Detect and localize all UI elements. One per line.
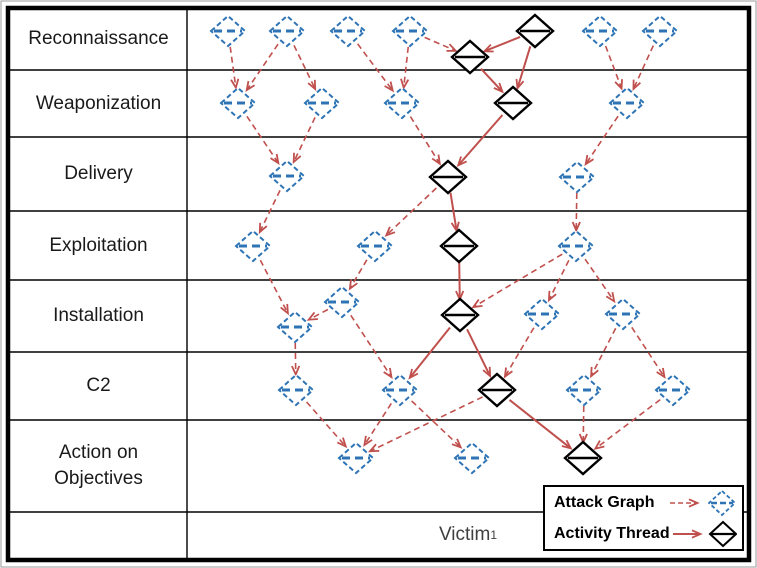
attack-graph-edge-c2-a2: [411, 400, 461, 447]
activity-thread-edge-c3-a3: [508, 399, 571, 448]
activity-thread-edge-d2-e3: [449, 192, 457, 230]
legend-item-attack-graph: Attack Graph: [545, 487, 742, 518]
stage-label-installation: Installation: [53, 305, 144, 327]
legend-attack-graph-label: Attack Graph: [554, 493, 655, 511]
stage-label-reconnaissance: Reconnaissance: [28, 28, 169, 50]
attack-graph-edge-i1-i2: [309, 308, 329, 320]
legend: Attack Graph Activity Thread: [543, 485, 744, 551]
activity-thread-edge-r6-r5: [485, 36, 521, 51]
attack-graph-edge-c4-a3: [583, 405, 584, 442]
attack-graph-edge-r7-w5: [604, 45, 622, 88]
attack-graph-edge-r4-w3: [404, 46, 408, 87]
attack-graph-edge-w1-d1: [246, 115, 278, 162]
legend-item-activity-thread: Activity Thread: [545, 518, 742, 549]
attack-graph-edge-e4-i3: [474, 253, 563, 307]
attack-graph-edge-i1-c2: [350, 314, 391, 376]
attack-graph-edge-r3-w3: [356, 43, 393, 90]
attack-graph-edge-c5-a3: [596, 399, 661, 449]
attack-graph-edge-d1-e1: [260, 190, 281, 231]
activity-thread-edge-r5-w4: [480, 68, 502, 92]
victim-label-text: Victim: [438, 524, 491, 545]
dashed-arrow-icon: [670, 496, 707, 510]
stage-label-c2: C2: [86, 375, 111, 397]
attack-graph-edge-r1-w1: [229, 46, 236, 87]
activity-thread-edge-w4-d2: [459, 114, 504, 165]
activity-thread-edge-e3-i3: [459, 261, 460, 299]
stage-label-weaponization: Weaponization: [35, 92, 162, 114]
stage-label-delivery: Delivery: [64, 163, 133, 185]
attack-graph-node-icon: [707, 489, 737, 516]
stage-label-action-on-objectives: Action on Objectives: [54, 442, 143, 489]
stage-label-exploitation: Exploitation: [49, 234, 148, 256]
attack-graph-edge-r2-w1: [247, 43, 279, 90]
attack-graph-edge-c2-a1: [365, 402, 392, 444]
attack-graph-edge-w5-d3: [586, 115, 619, 163]
attack-graph-edge-w2-d1: [294, 117, 316, 161]
attack-graph-edge-r2-w2: [293, 45, 315, 88]
attack-graph-edge-e4-i5: [584, 258, 614, 301]
solid-arrow-icon: [672, 527, 709, 541]
attack-graph-edge-i5-c4: [591, 327, 617, 376]
attack-graph-edge-e4-i4: [549, 259, 570, 299]
table-border: [5, 5, 752, 563]
attack-graph-edge-d3-e4: [576, 192, 577, 230]
attack-graph-edge-c3-a1: [370, 396, 483, 451]
attack-graph-edge-e2-i1: [350, 259, 368, 288]
attack-graph-edge-w3-d2: [409, 116, 439, 164]
attack-graph-edge-r8-w5: [634, 45, 655, 89]
attack-graph-edge-d2-e2: [387, 187, 437, 235]
activity-thread-edge-i3-c3: [466, 328, 490, 375]
victim-subscript: 1: [490, 528, 498, 542]
activity-thread-edge-r6-w4: [518, 46, 532, 87]
attack-graph-edge-r4-r5: [424, 36, 456, 50]
activity-thread-edge-i3-c2: [410, 326, 451, 377]
legend-activity-thread-label: Activity Thread: [554, 524, 670, 542]
attack-graph-edge-c1-a1: [305, 401, 346, 446]
activity-thread-node-icon: [708, 520, 737, 547]
attack-graph-edge-e1-i2: [259, 259, 287, 313]
